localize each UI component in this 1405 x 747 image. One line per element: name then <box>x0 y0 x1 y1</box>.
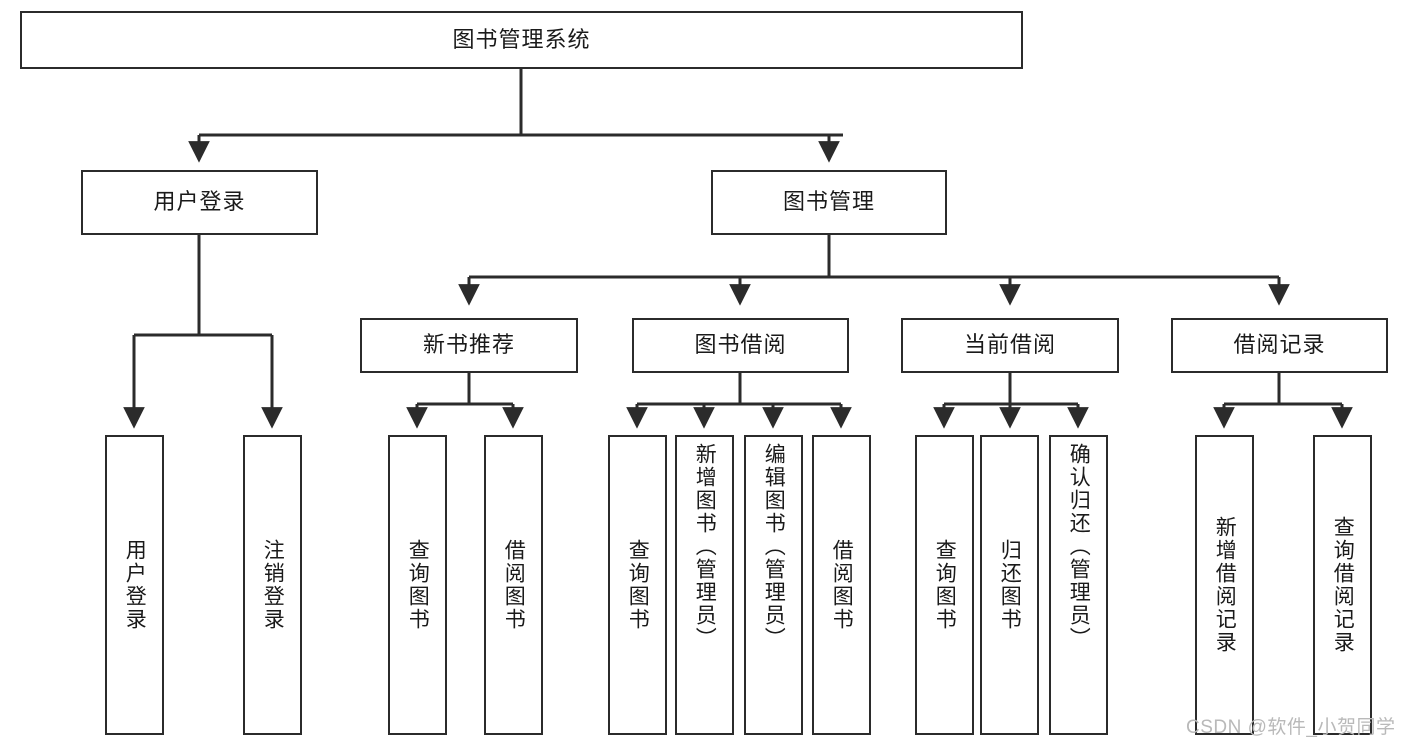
node-label: 注销登录 <box>261 539 285 631</box>
node-label: 当前借阅 <box>963 332 1056 358</box>
node-label: 图书管理系统 <box>452 26 591 52</box>
node-label: 图书管理 <box>782 189 875 215</box>
node-label: 新增借阅记录 <box>1213 516 1237 654</box>
node-label: 编辑图书（管理员） <box>762 443 786 650</box>
node-label: 图书借阅 <box>694 332 787 358</box>
leaf-edit-book-admin[interactable]: 编辑图书（管理员） <box>744 435 803 735</box>
node-label: 新书推荐 <box>422 332 515 358</box>
leaf-query-book-current[interactable]: 查询图书 <box>915 435 974 735</box>
node-label: 归还图书 <box>998 539 1022 631</box>
watermark-credit: CSDN @软件_小贺同学 <box>1186 717 1396 738</box>
leaf-add-book-admin[interactable]: 新增图书（管理员） <box>675 435 734 735</box>
leaf-user-login[interactable]: 用户登录 <box>105 435 164 735</box>
leaf-return-book[interactable]: 归还图书 <box>980 435 1039 735</box>
leaf-query-book-recommend[interactable]: 查询图书 <box>388 435 447 735</box>
leaf-query-book-borrow[interactable]: 查询图书 <box>608 435 667 735</box>
node-label: 用户登录 <box>153 189 246 215</box>
leaf-borrow-book-recommend[interactable]: 借阅图书 <box>484 435 543 735</box>
node-label: 借阅图书 <box>502 539 526 631</box>
node-label: 用户登录 <box>123 539 147 631</box>
node-root-system[interactable]: 图书管理系统 <box>20 11 1023 69</box>
node-borrow-record[interactable]: 借阅记录 <box>1171 318 1388 373</box>
leaf-query-borrow-record[interactable]: 查询借阅记录 <box>1313 435 1372 735</box>
node-current-borrow[interactable]: 当前借阅 <box>901 318 1119 373</box>
node-label: 新增图书（管理员） <box>693 443 717 650</box>
node-label: 查询图书 <box>933 539 957 631</box>
node-book-manage[interactable]: 图书管理 <box>711 170 947 235</box>
node-label: 借阅图书 <box>830 539 854 631</box>
node-user-login[interactable]: 用户登录 <box>81 170 318 235</box>
node-new-book-recommend[interactable]: 新书推荐 <box>360 318 578 373</box>
node-label: 确认归还（管理员） <box>1067 443 1091 650</box>
node-book-borrow[interactable]: 图书借阅 <box>632 318 849 373</box>
node-label: 查询图书 <box>406 539 430 631</box>
leaf-add-borrow-record[interactable]: 新增借阅记录 <box>1195 435 1254 735</box>
leaf-user-logout[interactable]: 注销登录 <box>243 435 302 735</box>
node-label: 借阅记录 <box>1233 332 1326 358</box>
node-label: 查询借阅记录 <box>1331 516 1355 654</box>
leaf-borrow-book-borrow[interactable]: 借阅图书 <box>812 435 871 735</box>
node-label: 查询图书 <box>626 539 650 631</box>
leaf-confirm-return-admin[interactable]: 确认归还（管理员） <box>1049 435 1108 735</box>
